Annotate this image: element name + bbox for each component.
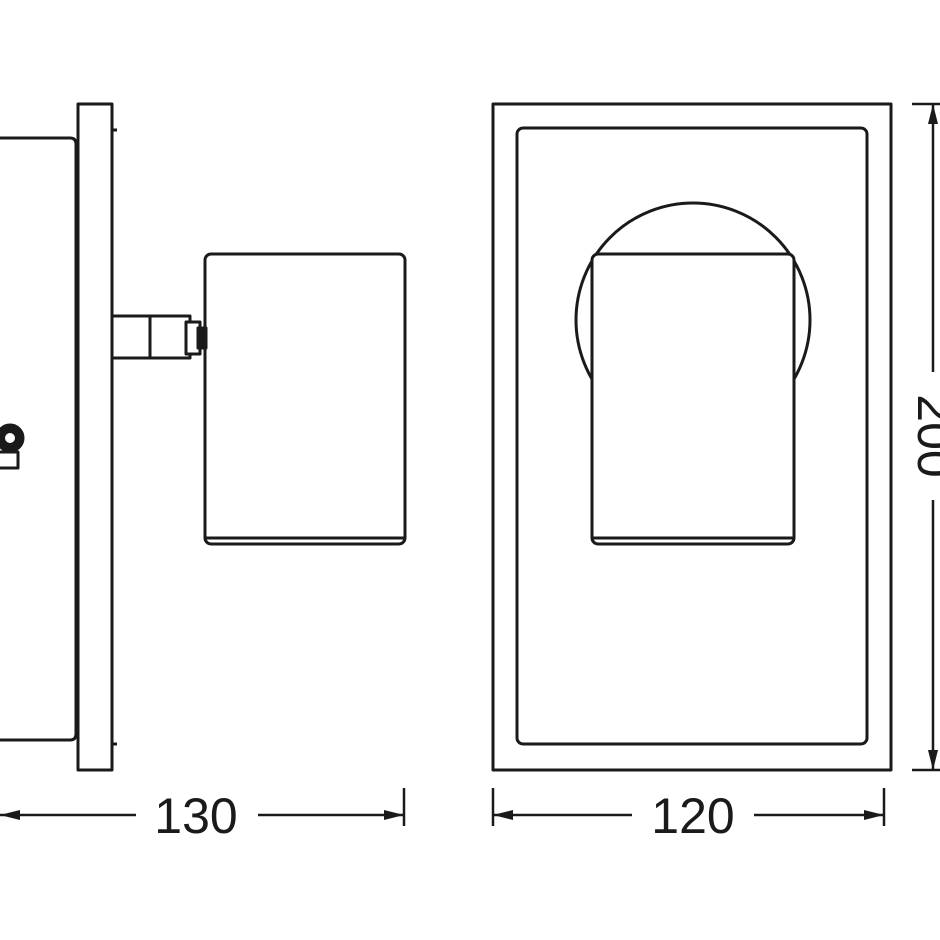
set-screw-icon — [0, 423, 25, 470]
front-view-spotlight-head — [590, 252, 796, 546]
front-view — [491, 102, 893, 772]
front-view-outer-plate — [491, 102, 893, 772]
height-dimension: 200 — [907, 102, 940, 772]
side-view-spotlight-head — [203, 252, 407, 546]
width-dimension: 120 — [491, 788, 886, 844]
front-view-inner-plate — [515, 126, 869, 746]
side-view-body — [0, 136, 78, 742]
depth-dimension: 130 — [0, 788, 406, 844]
height-dimension-label: 200 — [907, 394, 940, 477]
side-view — [0, 102, 407, 772]
side-view-mounting-plate — [76, 102, 114, 772]
depth-dimension-label: 130 — [154, 788, 237, 844]
side-view-arm — [110, 314, 208, 360]
width-dimension-label: 120 — [651, 788, 734, 844]
